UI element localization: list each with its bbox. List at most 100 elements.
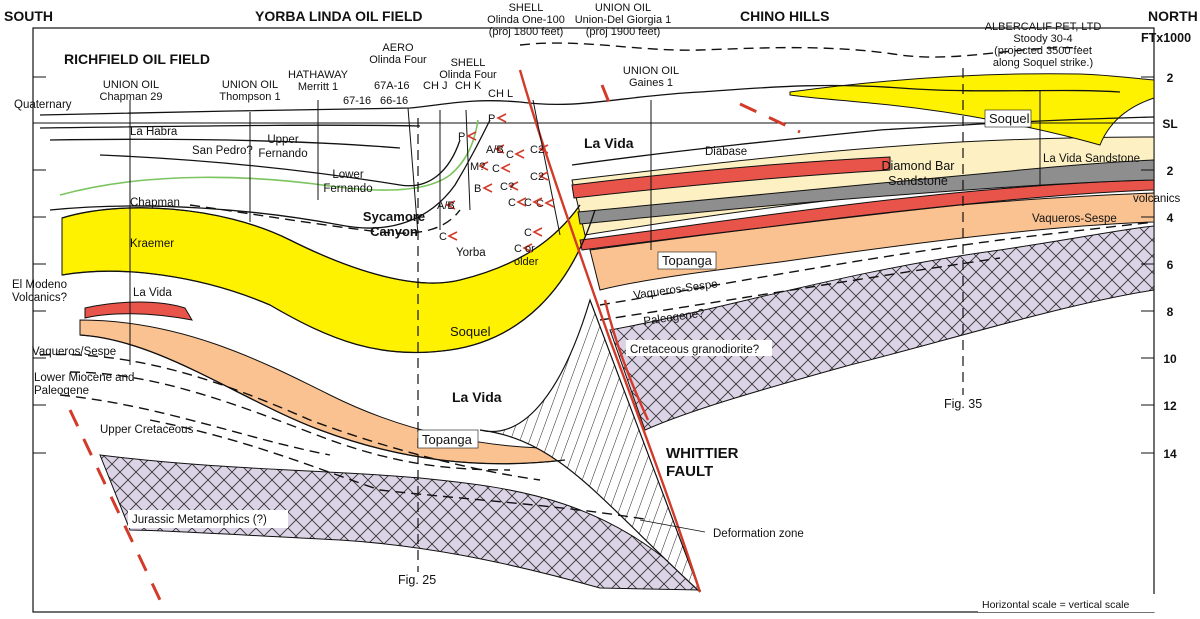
depth-tick-label: 12 bbox=[1163, 399, 1177, 413]
zone-letter: C? bbox=[500, 181, 514, 193]
zone-arrow-mark bbox=[544, 198, 555, 208]
quaternary-base bbox=[39, 124, 421, 129]
jurassic-box bbox=[128, 510, 288, 528]
label-line: (proj 1900 feet) bbox=[586, 26, 661, 38]
label-line: AERO bbox=[382, 42, 414, 54]
zone-arrow-mark bbox=[508, 181, 519, 191]
depth-tick-label: 8 bbox=[1167, 305, 1174, 319]
label-line: Canyon bbox=[370, 224, 418, 239]
zone-letter: C bbox=[508, 197, 516, 209]
depth-unit-label: FTx1000 bbox=[1141, 31, 1191, 45]
aero-well-number-3: 67-16 bbox=[343, 95, 371, 107]
zone-arrow-mark bbox=[494, 144, 505, 154]
depth-tick-label: 2 bbox=[1167, 164, 1174, 178]
label-line: El Modeno bbox=[12, 279, 67, 291]
whittier-fault bbox=[518, 69, 702, 593]
zone-letter: C bbox=[506, 149, 514, 161]
diabase-layer-2 bbox=[579, 179, 1155, 251]
label-line: Volcanics? bbox=[12, 292, 67, 304]
yorba-top-line bbox=[61, 204, 581, 284]
ch-label-j: CH J bbox=[423, 80, 447, 92]
la-vida-sandstone-unit bbox=[577, 159, 1155, 225]
zone-letter: C bbox=[439, 231, 447, 243]
label-la-vida-left: La Vida bbox=[133, 287, 172, 299]
label-vaqueros-sespe-right: Vaqueros-Sespe bbox=[1032, 213, 1117, 225]
label-line: Lower Miocene and bbox=[34, 372, 134, 384]
label-line: (projected 3500 feet bbox=[994, 45, 1092, 57]
label-line: Olinda Four bbox=[369, 54, 427, 66]
label-quaternary: Quaternary bbox=[14, 99, 72, 111]
label-cretaceous-granodiorite: Cretaceous granodiorite? bbox=[630, 344, 759, 356]
granodiorite-box bbox=[626, 340, 772, 356]
paleogene-line bbox=[599, 221, 1155, 306]
label-soquel-right: Soquel bbox=[989, 111, 1030, 126]
zone-letter: P bbox=[458, 131, 465, 143]
zone-arrow-mark bbox=[447, 231, 458, 241]
la-vida-base-line bbox=[61, 209, 596, 354]
zone-arrow-mark bbox=[532, 227, 543, 237]
zone-arrow-mark bbox=[538, 144, 549, 154]
aero-well-number-2: 66-16 bbox=[380, 95, 408, 107]
label-line: Union-Del Giorgia 1 bbox=[575, 14, 672, 26]
label-jurassic: Jurassic Metamorphics (?) bbox=[132, 514, 267, 526]
zone-arrow-mark bbox=[466, 131, 477, 141]
south-label: SOUTH bbox=[4, 8, 53, 24]
label-la-vida-center: La Vida bbox=[452, 389, 502, 405]
fig25-label: Fig. 25 bbox=[398, 573, 436, 587]
label-line: HATHAWAY bbox=[288, 69, 349, 81]
label-volcanics: volcanics bbox=[1133, 193, 1181, 205]
zone-arrow-mark bbox=[445, 200, 456, 210]
cretaceous-granodiorite-unit bbox=[609, 225, 1155, 431]
zone-letter: A/B bbox=[486, 144, 504, 156]
zone-arrow-mark bbox=[496, 113, 507, 123]
label-topanga-center: Topanga bbox=[422, 432, 473, 447]
topanga-center-box bbox=[417, 429, 479, 449]
zone-arrow-mark bbox=[516, 197, 527, 207]
label-line: Thompson 1 bbox=[219, 91, 280, 103]
label-line: Fernando bbox=[323, 183, 372, 195]
zone-arrow-mark bbox=[482, 183, 493, 193]
depth-tick-label: 6 bbox=[1167, 258, 1174, 272]
el-modeno-volcanics-unit bbox=[84, 301, 193, 321]
label-line: Merritt 1 bbox=[298, 81, 338, 93]
richfield-field-label: RICHFIELD OIL FIELD bbox=[64, 51, 210, 67]
label-la-vida-top: La Vida bbox=[584, 135, 634, 151]
zone-letter: C or bbox=[514, 243, 535, 255]
label-line: Sandstone bbox=[888, 174, 948, 188]
splay-fault-2 bbox=[739, 102, 801, 134]
label-kraemer: Kraemer bbox=[130, 238, 174, 250]
zone-letter: C2 bbox=[530, 144, 544, 156]
upper-fernando-base bbox=[99, 139, 461, 187]
label-topanga-right: Topanga bbox=[662, 253, 713, 268]
label-line: UNION OIL bbox=[623, 65, 679, 77]
zone-letter: C bbox=[524, 197, 532, 209]
depth-tick-label: 4 bbox=[1167, 211, 1174, 225]
label-line: Stoody 30-4 bbox=[1013, 33, 1072, 45]
lower-fernando-base bbox=[49, 119, 491, 229]
topographic-profile bbox=[519, 42, 1081, 58]
scale-note: Horizontal scale = vertical scale bbox=[982, 599, 1130, 611]
label-soquel-center: Soquel bbox=[450, 324, 491, 339]
soquel-unit-right bbox=[789, 73, 1155, 146]
label-line: Sycamore bbox=[363, 209, 425, 224]
label-line: ALBERCALIF PET, LTD bbox=[985, 21, 1102, 33]
miocene-line-a bbox=[69, 371, 511, 471]
label-line: Olinda One-100 bbox=[487, 14, 565, 26]
miocene-line-b bbox=[59, 394, 331, 456]
label-upper-cretaceous: Upper Cretaceous bbox=[100, 424, 194, 436]
depth-tick-label: 2 bbox=[1167, 71, 1174, 85]
label-line: UNION OIL bbox=[103, 79, 159, 91]
chino-hills-label: CHINO HILLS bbox=[740, 8, 829, 24]
label-line: Fernando bbox=[258, 148, 307, 160]
ch-label-k: CH K bbox=[455, 80, 482, 92]
